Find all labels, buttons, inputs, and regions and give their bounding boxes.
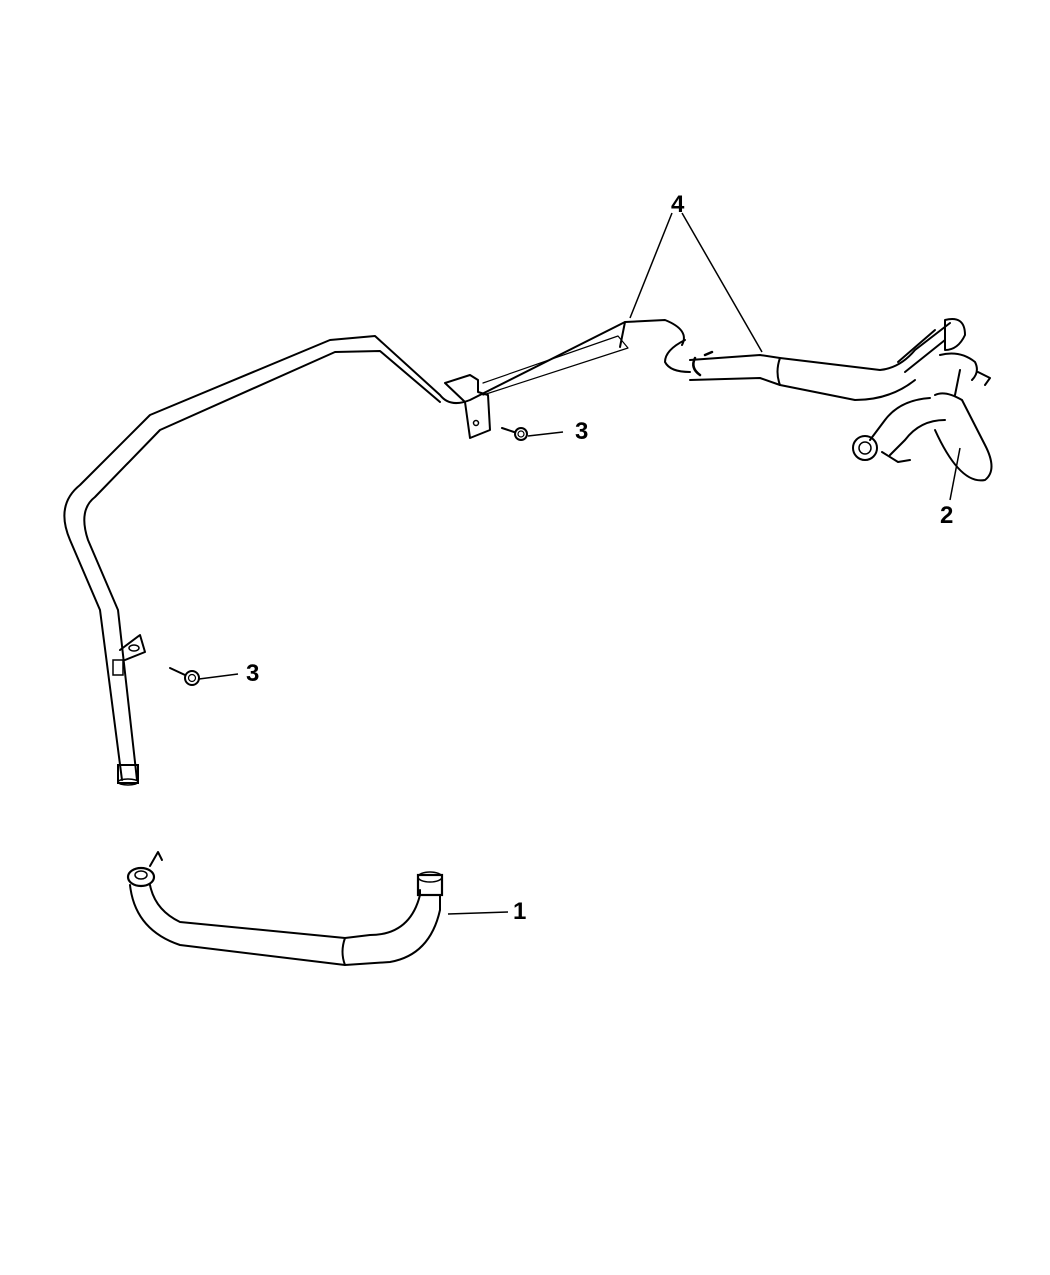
bolt-lower [169,667,200,686]
bracket-center [444,374,491,439]
callout-2: 2 [940,502,954,529]
callout-3-lower: 3 [246,660,260,687]
hose-assembly-lower [126,851,444,966]
callout-3-upper: 3 [575,418,589,445]
bolt-upper [501,427,528,441]
callout-1: 1 [513,898,527,925]
leader-lines [198,212,961,915]
bracket-left [112,634,146,676]
callout-4: 4 [671,191,685,218]
tube-assembly [63,318,966,786]
hose-connector-right [852,352,993,482]
